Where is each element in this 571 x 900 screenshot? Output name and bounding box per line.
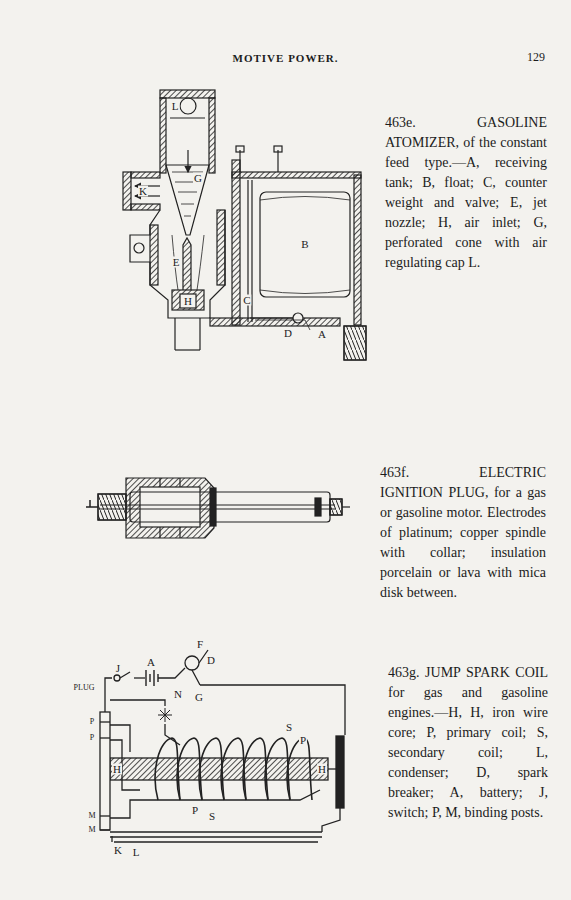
callout-letter: K [138, 186, 148, 197]
callout-letter: M [87, 826, 96, 834]
jump-spark-coil [100, 650, 345, 842]
callout-letter: B [300, 239, 309, 250]
callout-letter: D [206, 655, 216, 666]
figure-caption: 463f. ELECTRIC IGNITION PLUG, for a gas … [380, 463, 546, 603]
callout-letter: J [115, 663, 121, 674]
ignition-plug [86, 478, 350, 538]
callout-letter: C [242, 295, 251, 306]
callout-letter: P [89, 734, 95, 742]
coil-winding [243, 738, 268, 800]
callout-letter: L [132, 847, 141, 858]
figure-caption: 463g. JUMP SPARK COIL for gas and gasoli… [388, 663, 548, 823]
running-head: MOTIVE POWER. [0, 52, 571, 64]
callout-letter: L [171, 101, 180, 112]
callout-letter: H [317, 764, 327, 775]
coil-winding [287, 738, 312, 800]
callout-letter: E [172, 257, 181, 268]
callout-letter: G [193, 173, 203, 184]
page-number: 129 [527, 50, 545, 65]
callout-letter: P [191, 805, 199, 816]
coil-winding [155, 738, 180, 800]
callout-letter: PLUG [73, 684, 96, 692]
figure-caption: 463e. GASOLINE ATOMIZER, of the constant… [385, 113, 547, 273]
callout-letter: F [196, 639, 204, 650]
callout-letter: A [317, 329, 327, 340]
callout-letter: K [113, 845, 123, 856]
callout-letter: P [299, 735, 307, 746]
gasoline-atomizer [123, 90, 366, 360]
callout-letter: P [89, 718, 95, 726]
callout-letter: M [87, 812, 96, 820]
coil-winding [199, 738, 224, 800]
coil-winding [177, 738, 202, 800]
callout-letter: H [183, 296, 193, 307]
callout-letter: H [112, 764, 122, 775]
callout-letter: G [194, 692, 204, 703]
callout-letter: N [173, 689, 183, 700]
coil-winding [265, 738, 290, 800]
callout-letter: S [285, 722, 293, 733]
callout-letter: S [208, 811, 216, 822]
coil-winding [221, 738, 246, 800]
callout-letter: A [146, 657, 156, 668]
callout-letter: D [283, 328, 293, 339]
